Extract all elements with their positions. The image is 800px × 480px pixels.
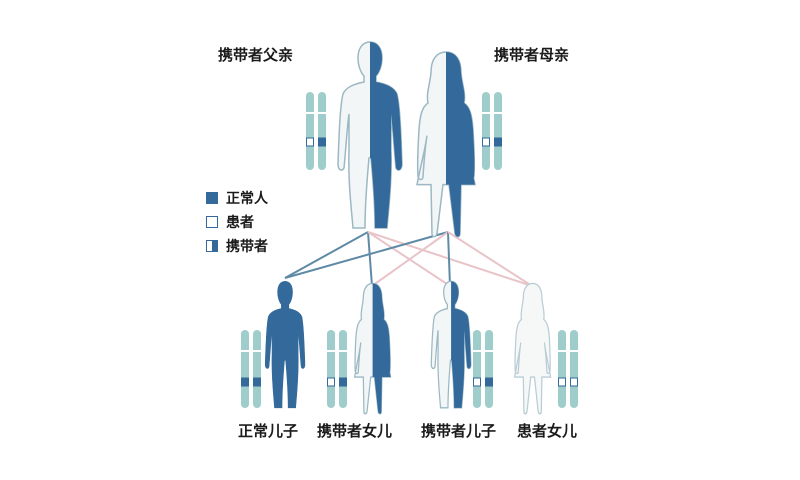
legend-item-normal: 正常人 xyxy=(206,186,268,210)
gene-band xyxy=(482,137,490,147)
chromosome xyxy=(485,330,493,408)
centromere xyxy=(240,350,250,352)
gene-band xyxy=(485,377,493,387)
carrier-son-chromosomes xyxy=(472,330,494,408)
gene-band xyxy=(306,137,314,147)
chromosome xyxy=(339,330,347,408)
carrier-daughter-label: 携带者女儿 xyxy=(317,422,393,440)
chromosome xyxy=(253,330,261,408)
gene-band xyxy=(253,377,261,387)
patient-daughter-label: 患者女儿 xyxy=(517,422,578,440)
mother-chromosomes xyxy=(481,92,503,170)
patient-daughter-chromosomes xyxy=(557,330,579,408)
legend-label-patient: 患者 xyxy=(226,215,254,231)
legend-item-carrier: 携带者 xyxy=(206,234,268,258)
line-mother-daughter2 xyxy=(447,231,533,287)
legend-swatch-carrier xyxy=(206,240,218,252)
normal-son-chromosomes xyxy=(240,330,262,408)
gene-band xyxy=(494,137,502,147)
normal-son-figure xyxy=(264,281,306,409)
legend-swatch-patient xyxy=(206,216,218,228)
line-father-son xyxy=(284,231,369,279)
line-father-daughter xyxy=(367,231,373,287)
chromosome xyxy=(494,92,502,170)
legend-swatch-normal xyxy=(206,192,218,204)
line-mother-son2 xyxy=(447,231,451,287)
father-label: 携带者父亲 xyxy=(218,46,294,64)
centromere xyxy=(481,112,491,114)
chromosome xyxy=(306,92,314,170)
centromere xyxy=(326,350,336,352)
legend-label-carrier: 携带者 xyxy=(226,239,268,255)
centromere xyxy=(493,112,503,114)
patient-daughter-figure xyxy=(513,282,552,415)
centromere xyxy=(557,350,567,352)
chromosome xyxy=(558,330,566,408)
gene-band xyxy=(558,377,566,387)
chromosome xyxy=(570,330,578,408)
gene-band xyxy=(318,137,326,147)
legend-item-patient: 患者 xyxy=(206,210,268,234)
line-mother-son xyxy=(284,231,449,279)
chromosome xyxy=(327,330,335,408)
gene-band xyxy=(241,377,249,387)
father-figure xyxy=(337,41,403,229)
centromere xyxy=(252,350,262,352)
centromere xyxy=(338,350,348,352)
line-mother-daughter xyxy=(371,231,449,287)
carrier-daughter-chromosomes xyxy=(326,330,348,408)
centromere xyxy=(484,350,494,352)
centromere xyxy=(317,112,327,114)
legend: 正常人 患者 携带者 xyxy=(206,186,268,258)
mother-label: 携带者母亲 xyxy=(494,46,570,64)
father-chromosomes xyxy=(305,92,327,170)
gene-band xyxy=(327,377,335,387)
carrier-son-label: 携带者儿子 xyxy=(421,422,497,440)
gene-band xyxy=(570,377,578,387)
carrier-son-figure xyxy=(430,280,472,409)
gene-band xyxy=(473,377,481,387)
chromosome xyxy=(482,92,490,170)
chromosome xyxy=(473,330,481,408)
gene-band xyxy=(339,377,347,387)
carrier-daughter-figure xyxy=(353,282,392,415)
chromosome xyxy=(241,330,249,408)
centromere xyxy=(305,112,315,114)
legend-label-normal: 正常人 xyxy=(226,191,268,207)
chromosome-pairs xyxy=(240,92,579,408)
mother-figure xyxy=(416,51,476,238)
chromosome xyxy=(318,92,326,170)
inheritance-lines xyxy=(284,231,533,287)
centromere xyxy=(472,350,482,352)
normal-son-label: 正常儿子 xyxy=(238,422,299,440)
centromere xyxy=(569,350,579,352)
